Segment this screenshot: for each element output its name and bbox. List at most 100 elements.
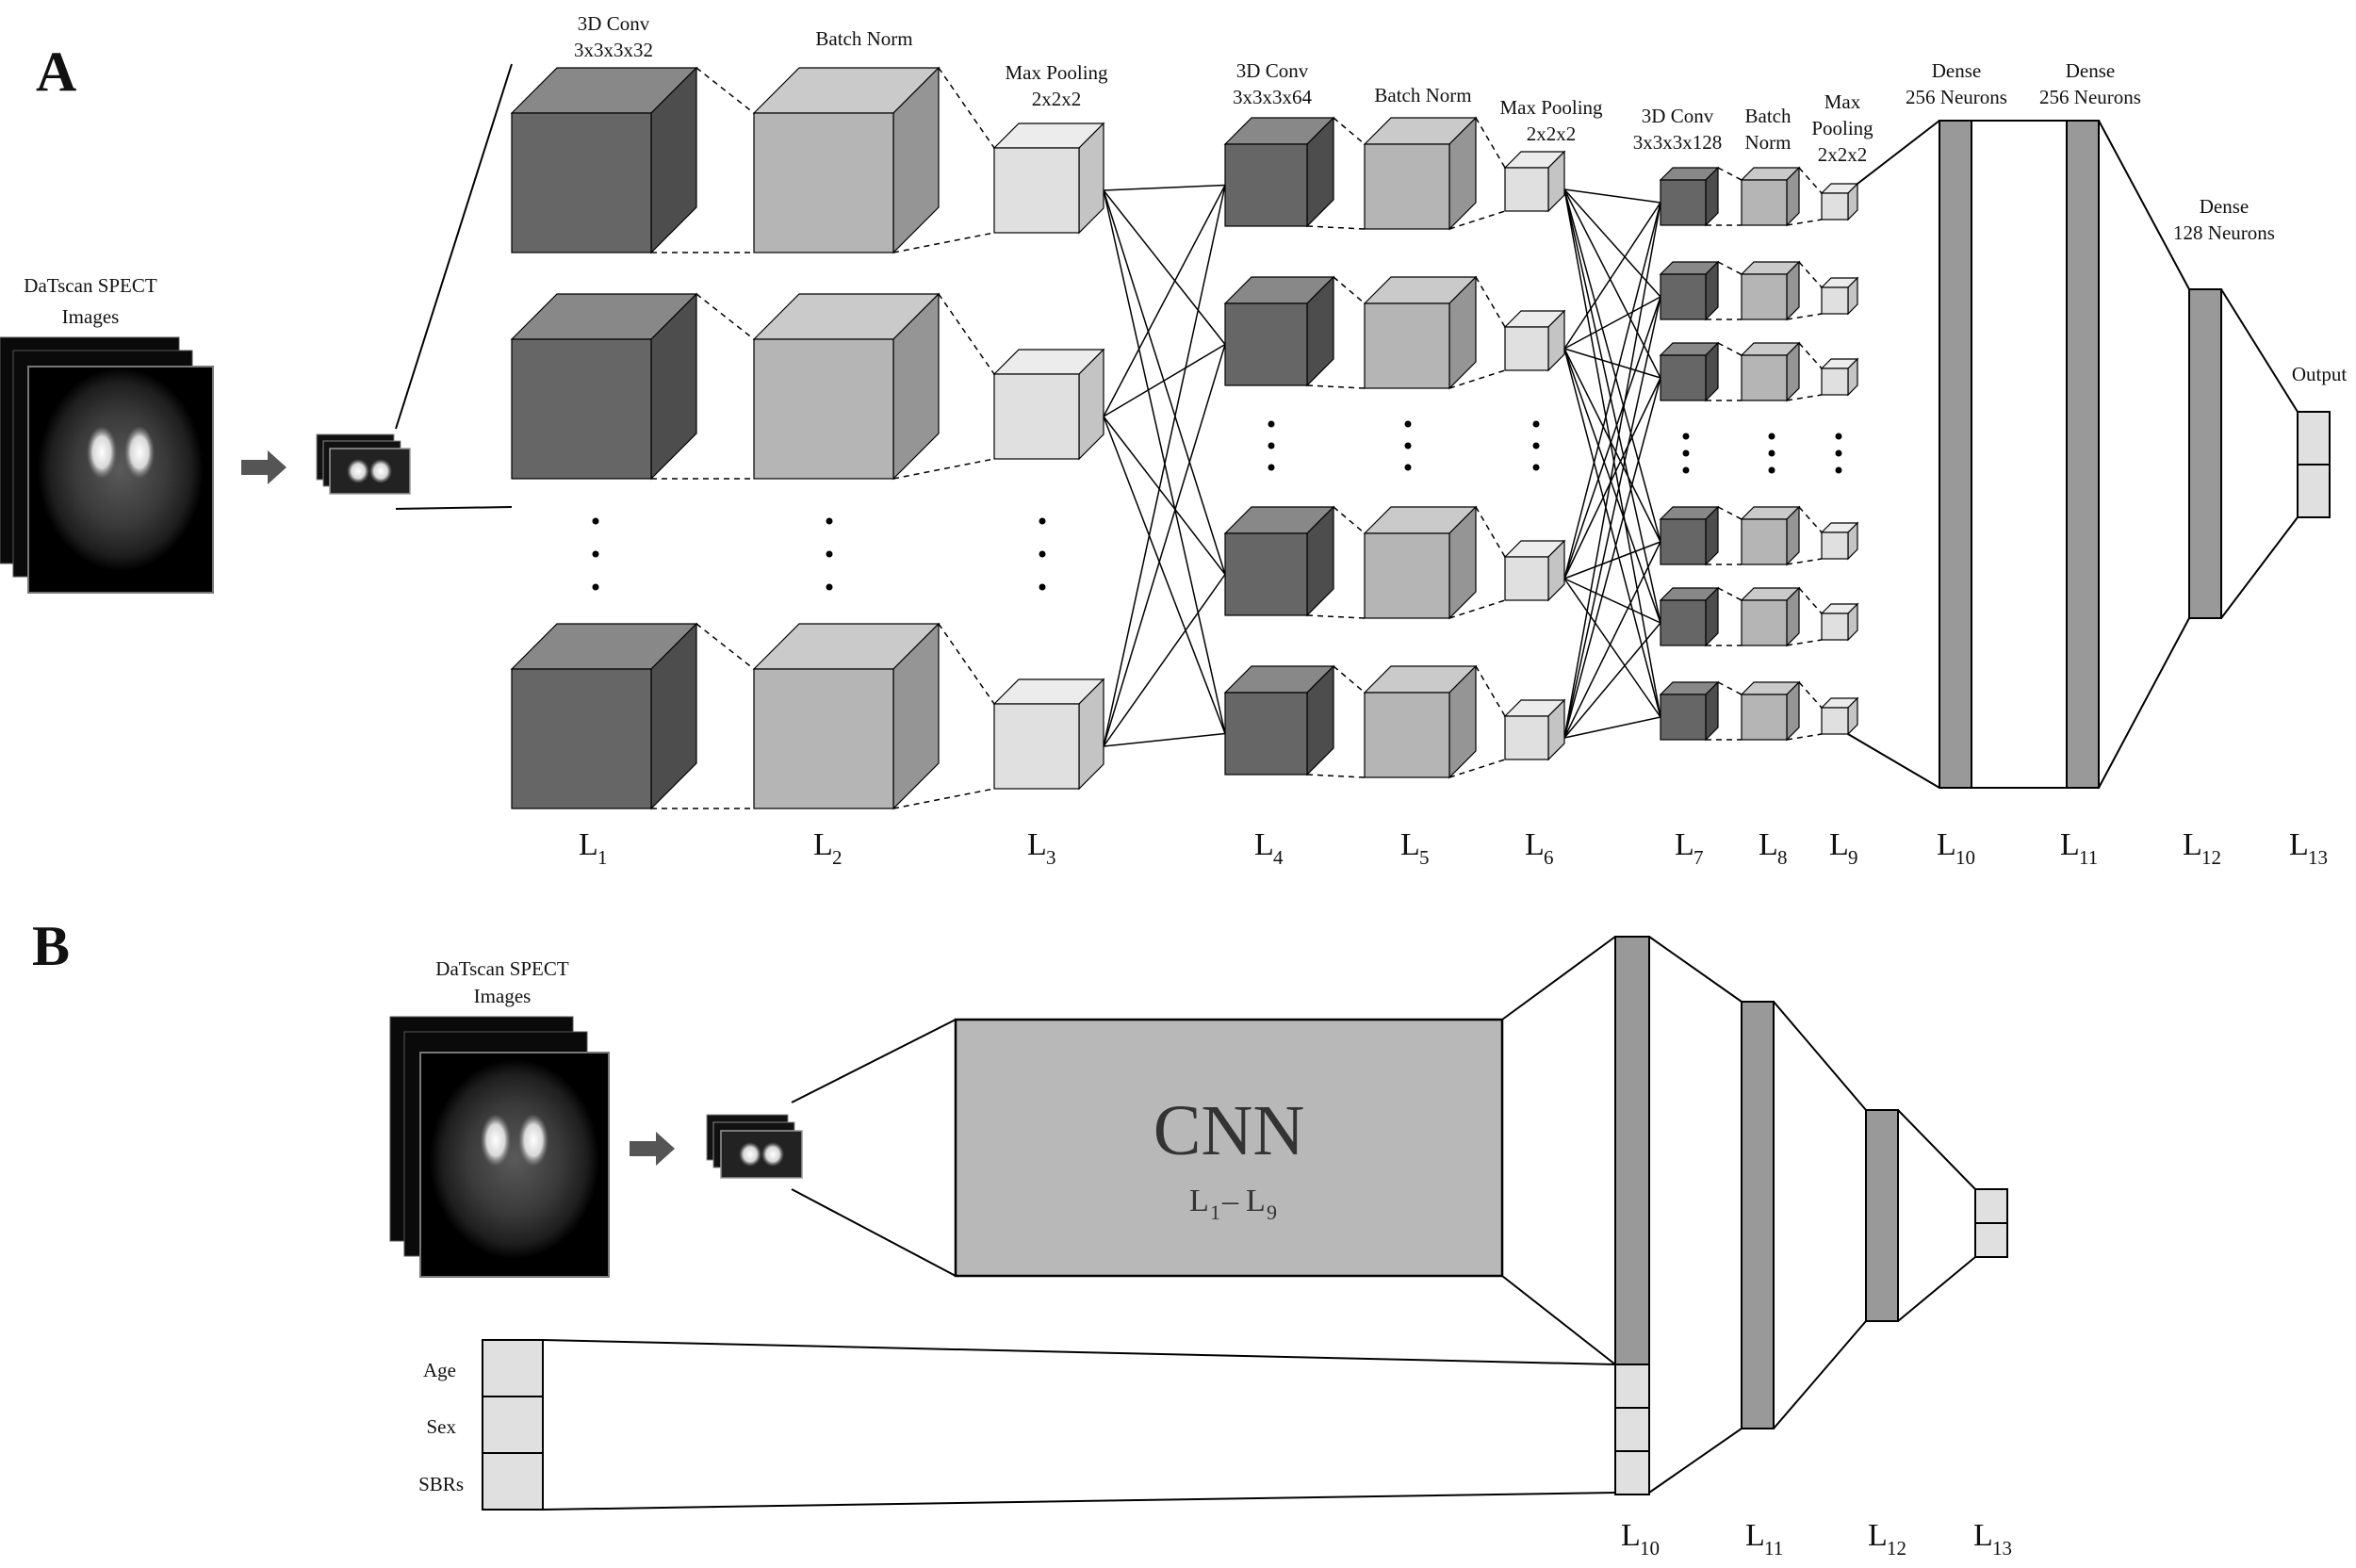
pool1-conv2-link-7 bbox=[1103, 416, 1226, 575]
layer-label-a-6-index: 6 bbox=[1544, 846, 1554, 869]
batchnorm2-cube-3 bbox=[1363, 505, 1478, 620]
pool3-dense1-link-top bbox=[1857, 120, 1940, 185]
pool1-conv2-link-11 bbox=[1103, 574, 1226, 747]
pool3-cube-2 bbox=[1820, 276, 1859, 316]
cnn-title: CNN bbox=[1153, 1091, 1304, 1170]
layer-label-b-13-index: 13 bbox=[1992, 1537, 2012, 1560]
pool3-label-line-3: 2x2x2 bbox=[1818, 143, 1868, 166]
clinical-label-sbrs: SBRs bbox=[418, 1473, 464, 1495]
spect-thumbnail-stack-b bbox=[706, 1114, 803, 1179]
pool2-conv3-link-5 bbox=[1563, 188, 1661, 624]
batchnorm1-cube-3 bbox=[752, 622, 941, 810]
input-images-subtitle: Images bbox=[62, 305, 120, 328]
pool2-conv3-link-1 bbox=[1563, 188, 1661, 204]
layer-label-a-4-letter: L bbox=[1254, 827, 1274, 862]
conv2-bn2-link-1-top bbox=[1333, 117, 1366, 145]
dense3-label-line-1: Dense bbox=[2200, 195, 2249, 218]
layer-label-a-8-index: 8 bbox=[1777, 846, 1788, 869]
pool2-conv3-link-17 bbox=[1563, 578, 1661, 624]
spect-slice-front bbox=[27, 366, 214, 594]
conv2-cube-2 bbox=[1223, 275, 1335, 387]
bn1-pool1-link-3-top bbox=[938, 623, 995, 705]
pool2-cube-3 bbox=[1503, 539, 1566, 602]
bn3-pool3-link-1-top bbox=[1798, 167, 1823, 194]
pool1-conv2-link-9 bbox=[1103, 185, 1226, 747]
pool1-conv2-link-10 bbox=[1103, 344, 1226, 747]
layer-label-b-10-index: 10 bbox=[1640, 1537, 1660, 1560]
cnn-fan-line-bottom bbox=[791, 1188, 957, 1277]
batchnorm3-cube-2 bbox=[1740, 260, 1801, 321]
pool2-conv3-link-2 bbox=[1563, 188, 1661, 298]
layer-label-a-12-index: 12 bbox=[2201, 846, 2221, 869]
pool2-conv3-link-6 bbox=[1563, 188, 1661, 718]
cnn-range-letter-to: L bbox=[1246, 1184, 1266, 1218]
pool1-label-line-2: 2x2x2 bbox=[1032, 88, 1082, 110]
clinical-cell-sex bbox=[482, 1396, 544, 1454]
conv2-bn2-link-4-bottom bbox=[1306, 774, 1366, 778]
bn1-pool1-link-1-top bbox=[938, 67, 995, 149]
layer-label-b-10-letter: L bbox=[1621, 1518, 1641, 1553]
layer-label-a-10-letter: L bbox=[1937, 827, 1956, 862]
bn1-pool1-link-3-bottom bbox=[892, 788, 995, 809]
pool2-conv3-link-19 bbox=[1563, 202, 1661, 739]
pool2-cube-2 bbox=[1503, 309, 1566, 372]
pool3-cube-4 bbox=[1820, 521, 1859, 561]
pool1-conv2-link-4 bbox=[1103, 189, 1226, 734]
arrow-icon bbox=[241, 450, 286, 484]
spect-image-stack-b bbox=[389, 1016, 610, 1278]
layer-label-a-4-index: 4 bbox=[1273, 846, 1284, 869]
dense2-dense3-link-top bbox=[2098, 120, 2190, 290]
bn3-pool3-link-6-top bbox=[1798, 681, 1823, 709]
layer-label-b-12-letter: L bbox=[1868, 1518, 1888, 1553]
panel-label-a: A bbox=[36, 41, 76, 103]
dense2-label-line-1: Dense bbox=[2066, 59, 2115, 82]
conv3-cube-4 bbox=[1659, 505, 1720, 566]
pool2-conv3-link-15 bbox=[1563, 377, 1661, 580]
bn3-pool3-link-5-top bbox=[1798, 587, 1823, 614]
layer-label-b-13-letter: L bbox=[1973, 1518, 1993, 1553]
output-layer-b-cell-1 bbox=[1974, 1188, 2008, 1224]
conv2-bn2-link-1-bottom bbox=[1306, 225, 1366, 230]
pool3-cube-6 bbox=[1820, 696, 1859, 736]
dense3-label-line-2: 128 Neurons bbox=[2173, 221, 2275, 244]
dense3-output-link-top bbox=[2220, 288, 2299, 413]
batchnorm3-cube-3 bbox=[1740, 341, 1801, 402]
pool2-conv3-link-12 bbox=[1563, 348, 1661, 718]
batchnorm3-cube-5 bbox=[1740, 586, 1801, 647]
pool1-conv2-link-12 bbox=[1103, 732, 1226, 747]
conv2-bn2-link-3-top bbox=[1333, 506, 1366, 534]
conv1-bn1-link-1-top bbox=[695, 67, 755, 114]
layer-label-a-2-index: 2 bbox=[832, 846, 843, 869]
conv3-bn3-link-1-top bbox=[1717, 167, 1742, 181]
pool2-conv3-link-14 bbox=[1563, 296, 1661, 580]
pool2-conv3-link-24 bbox=[1563, 716, 1661, 739]
pool2-ellipsis bbox=[1532, 420, 1540, 471]
pool2-conv3-link-3 bbox=[1563, 188, 1661, 379]
pool2-label-line-1: Max Pooling bbox=[1499, 96, 1603, 119]
pool1-label-line-1: Max Pooling bbox=[1005, 61, 1108, 84]
layer-label-b-11-letter: L bbox=[1745, 1518, 1765, 1553]
layer-label-a-2-letter: L bbox=[813, 827, 833, 862]
pool1-conv2-link-1 bbox=[1103, 184, 1226, 191]
output-layer-b-cell-2 bbox=[1974, 1222, 2008, 1258]
dense2-dense3-link-bottom bbox=[2098, 617, 2190, 789]
conv1-cube-3 bbox=[510, 622, 698, 810]
layer-label-a-13-index: 13 bbox=[2308, 846, 2328, 869]
clinical-cell-age bbox=[482, 1339, 544, 1397]
dense3-output-link-b-top bbox=[1897, 1109, 1976, 1190]
panel-b: DaTscan SPECT Images bbox=[389, 936, 2012, 1560]
